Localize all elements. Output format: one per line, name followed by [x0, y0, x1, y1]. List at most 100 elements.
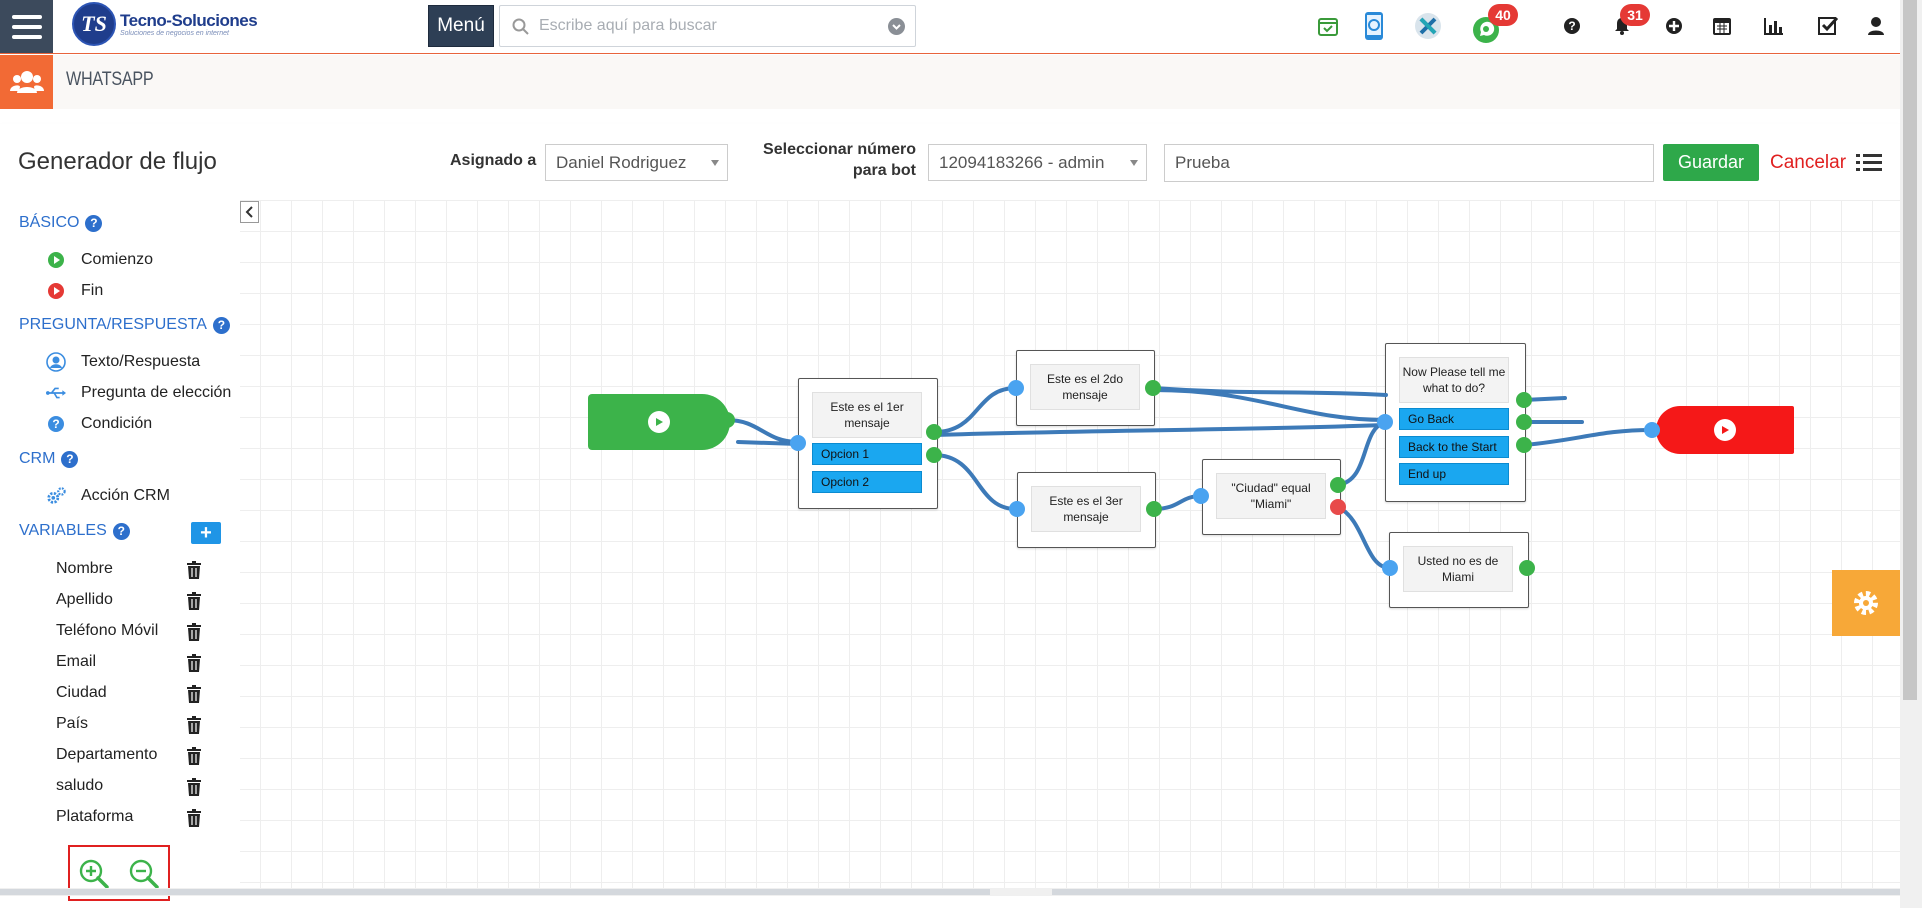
menu-button[interactable]: Menú	[428, 5, 494, 47]
search-dropdown-icon[interactable]	[888, 18, 905, 35]
node-message: Usted no es de Miami	[1403, 546, 1513, 592]
module-title: WHATSAPP	[66, 69, 154, 90]
trash-icon[interactable]	[186, 747, 202, 765]
assigned-value: Daniel Rodriguez	[556, 152, 687, 172]
node-option[interactable]: Opcion 2	[812, 471, 922, 493]
assigned-label: Asignado a	[450, 152, 537, 169]
hamburger-menu-icon[interactable]	[0, 0, 53, 53]
trash-icon[interactable]	[186, 778, 202, 796]
question-circle-icon: ?	[46, 414, 66, 434]
collapse-sidebar-button[interactable]	[240, 201, 259, 223]
bot-number-label-line1: Seleccionar número	[763, 141, 916, 158]
trash-icon[interactable]	[186, 592, 202, 610]
usb-branch-icon	[46, 383, 66, 403]
node-option[interactable]: End up	[1399, 463, 1509, 485]
variable-item[interactable]: Plataforma	[56, 808, 134, 825]
question-node[interactable]: Now Please tell me what to do? Go Back B…	[1385, 343, 1526, 502]
save-button[interactable]: Guardar	[1663, 144, 1759, 181]
node-message: Este es el 2do mensaje	[1030, 364, 1140, 410]
add-variable-button[interactable]: +	[191, 522, 221, 544]
section-title: CRM	[19, 450, 56, 467]
sidebar-item-texto-respuesta[interactable]: Texto/Respuesta	[46, 352, 200, 372]
zoom-out-icon[interactable]	[128, 858, 160, 890]
sidebar-item-pregunta-eleccion[interactable]: Pregunta de elección	[46, 383, 231, 403]
help-icon[interactable]: ?	[61, 450, 79, 468]
bot-number-value: 12094183266 - admin	[939, 152, 1105, 172]
play-icon	[1714, 419, 1736, 441]
page-title: Generador de flujo	[18, 148, 217, 175]
calendar-check-icon[interactable]	[1312, 10, 1344, 42]
bar-chart-icon[interactable]	[1758, 10, 1790, 42]
add-circle-icon[interactable]	[1658, 10, 1690, 42]
horizontal-scroll-thumb[interactable]	[1052, 889, 1900, 895]
user-circle-icon	[46, 352, 66, 372]
logo-tagline: Soluciones de negocios en internet	[120, 30, 229, 37]
mobile-device-icon[interactable]	[1358, 10, 1390, 42]
x-brand-icon[interactable]	[1412, 10, 1444, 42]
gear-icon	[1854, 591, 1878, 615]
company-logo[interactable]: TS Tecno-Soluciones Soluciones de negoci…	[72, 2, 258, 46]
vertical-scroll-thumb[interactable]	[1903, 0, 1917, 700]
help-icon[interactable]: ?	[85, 214, 103, 232]
help-icon[interactable]: ?	[212, 316, 230, 334]
node-option[interactable]: Go Back	[1399, 408, 1509, 430]
variable-item[interactable]: Nombre	[56, 560, 113, 577]
play-icon	[648, 411, 670, 433]
help-icon[interactable]: ?	[1556, 10, 1588, 42]
calendar-icon[interactable]	[1706, 10, 1738, 42]
search-input[interactable]	[539, 17, 869, 35]
variable-item[interactable]: Departamento	[56, 746, 158, 763]
caret-down-icon	[711, 160, 719, 166]
condition-node[interactable]: "Ciudad" equal "Miami"	[1202, 459, 1341, 535]
settings-gear-button[interactable]	[1832, 570, 1900, 636]
variable-item[interactable]: saludo	[56, 777, 104, 794]
section-title: VARIABLES	[19, 522, 107, 539]
else-message-node[interactable]: Usted no es de Miami	[1389, 532, 1529, 608]
sidebar-item-accion-crm[interactable]: Acción CRM	[46, 486, 170, 506]
variable-item[interactable]: Email	[56, 653, 97, 670]
variable-item[interactable]: País	[56, 715, 89, 732]
start-node[interactable]	[588, 394, 730, 450]
bot-number-select[interactable]: 12094183266 - admin	[928, 144, 1147, 181]
trash-icon[interactable]	[186, 623, 202, 641]
tasks-check-icon[interactable]	[1812, 10, 1844, 42]
whatsapp-icon[interactable]: 40	[1470, 4, 1518, 46]
sidebar-item-fin[interactable]: Fin	[46, 281, 103, 301]
assigned-select[interactable]: Daniel Rodriguez	[545, 144, 728, 181]
node-option[interactable]: Back to the Start	[1399, 436, 1509, 458]
trash-icon[interactable]	[186, 561, 202, 579]
logo-name: Tecno-Soluciones	[120, 11, 258, 30]
variable-item[interactable]: Ciudad	[56, 684, 107, 701]
horizontal-scroll-thumb[interactable]	[0, 889, 990, 895]
trash-icon[interactable]	[186, 716, 202, 734]
trash-icon[interactable]	[186, 809, 202, 827]
item-label: Pregunta de elección	[81, 384, 232, 401]
end-node[interactable]	[1656, 406, 1794, 454]
flow-name-input[interactable]: Prueba	[1164, 144, 1654, 182]
top-bar: TS Tecno-Soluciones Soluciones de negoci…	[0, 0, 1900, 54]
bell-icon[interactable]: 31	[1606, 4, 1650, 42]
logo-mark: TS	[72, 2, 116, 46]
section-title: BÁSICO	[19, 214, 80, 231]
message-node-1[interactable]: Este es el 1er mensaje Opcion 1 Opcion 2	[798, 378, 938, 509]
variable-item[interactable]: Apellido	[56, 591, 113, 608]
gears-icon	[46, 486, 66, 506]
cancel-link[interactable]: Cancelar	[1770, 152, 1847, 173]
trash-icon[interactable]	[186, 654, 202, 672]
variable-item[interactable]: Teléfono Móvil	[56, 622, 159, 639]
zoom-in-icon[interactable]	[78, 858, 110, 890]
search-box[interactable]	[499, 5, 916, 47]
sidebar-item-condicion[interactable]: ? Condición	[46, 414, 152, 434]
list-menu-icon[interactable]	[1856, 152, 1882, 174]
node-option[interactable]: Opcion 1	[812, 443, 922, 465]
node-condition: "Ciudad" equal "Miami"	[1216, 473, 1326, 519]
user-icon[interactable]	[1860, 10, 1892, 42]
message-node-2[interactable]: Este es el 2do mensaje	[1016, 350, 1155, 426]
message-node-3[interactable]: Este es el 3er mensaje	[1017, 472, 1156, 548]
whatsapp-badge: 40	[1488, 4, 1518, 26]
section-title: PREGUNTA/RESPUESTA	[19, 316, 207, 333]
help-icon[interactable]: ?	[112, 522, 130, 540]
sidebar-item-comienzo[interactable]: Comienzo	[46, 250, 153, 270]
trash-icon[interactable]	[186, 685, 202, 703]
